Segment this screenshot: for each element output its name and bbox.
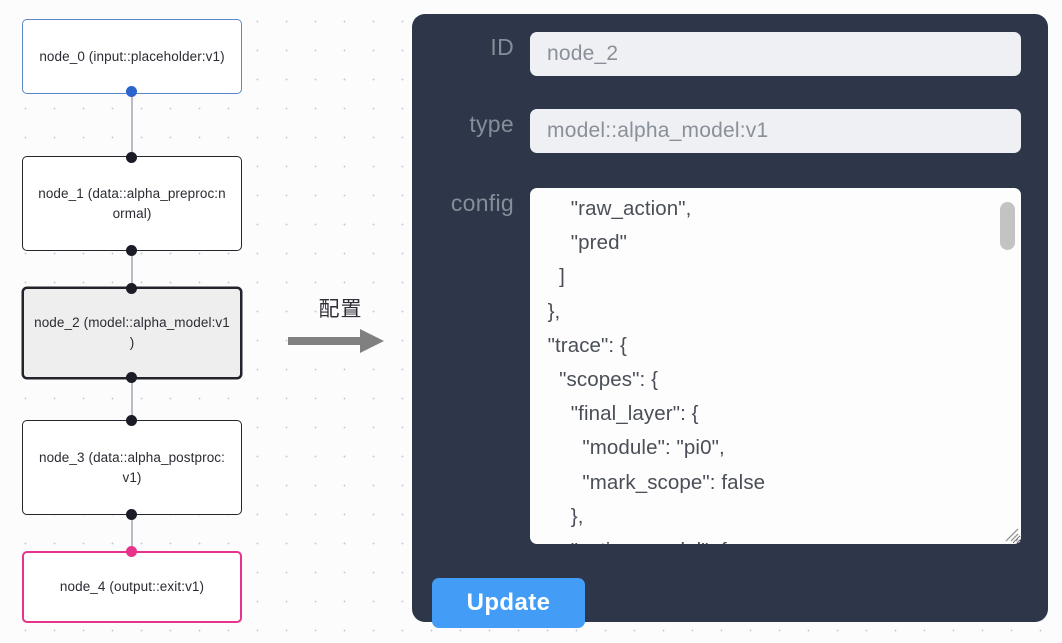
config-textarea[interactable]: "raw_action", "pred" ] }, "trace": { "sc…: [530, 188, 1021, 544]
type-input[interactable]: [530, 109, 1021, 153]
node-handle-node_2-target[interactable]: [126, 283, 137, 294]
node-handle-node_4-target[interactable]: [126, 546, 137, 557]
config-field-label: config: [450, 190, 514, 216]
field-row-type: type: [412, 109, 1021, 153]
right-arrow-icon: [288, 329, 384, 353]
graph-node-node_0[interactable]: node_0 (input::placeholder:v1): [22, 19, 242, 94]
edge-node1-node2[interactable]: [131, 249, 133, 289]
id-field-label: ID: [490, 34, 514, 60]
graph-node-label: node_4 (output::exit:v1): [59, 579, 205, 594]
graph-node-node_2[interactable]: node_2 (model::alpha_model:v1 ): [22, 287, 242, 379]
type-field-label: type: [469, 111, 514, 137]
node-handle-node_1-target[interactable]: [126, 152, 137, 163]
graph-node-node_4[interactable]: node_4 (output::exit:v1): [22, 551, 242, 623]
node-handle-node_1-source[interactable]: [126, 245, 137, 256]
node-config-panel: ID type config "raw_action", "pred" ] },…: [412, 14, 1048, 628]
transition-annotation: 配置: [288, 296, 393, 356]
graph-node-label: node_2 (model::alpha_model:v1 ): [34, 315, 230, 350]
node-graph-canvas[interactable]: node_0 (input::placeholder:v1) node_1 (d…: [0, 0, 272, 643]
graph-node-node_1[interactable]: node_1 (data::alpha_preproc:n ormal): [22, 156, 242, 251]
graph-node-label: node_3 (data::alpha_postproc: v1): [38, 449, 226, 485]
node-handle-node_3-target[interactable]: [126, 415, 137, 426]
graph-node-node_3[interactable]: node_3 (data::alpha_postproc: v1): [22, 420, 242, 515]
update-button[interactable]: Update: [432, 578, 585, 628]
field-row-id: ID: [412, 32, 1021, 76]
edge-node2-node3[interactable]: [131, 377, 133, 422]
field-row-config: config "raw_action", "pred" ] }, "trace"…: [412, 188, 1021, 544]
graph-node-label: node_1 (data::alpha_preproc:n ormal): [38, 185, 226, 221]
config-textarea-wrapper: "raw_action", "pred" ] }, "trace": { "sc…: [530, 188, 1021, 544]
graph-node-label: node_0 (input::placeholder:v1): [39, 48, 225, 64]
id-input[interactable]: [530, 32, 1021, 76]
edge-node3-node4[interactable]: [131, 513, 133, 553]
node-handle-node_0-source[interactable]: [126, 86, 137, 97]
transition-caption: 配置: [318, 297, 363, 321]
edge-node0-node1[interactable]: [131, 92, 133, 158]
node-handle-node_3-source[interactable]: [126, 509, 137, 520]
node-handle-node_2-source[interactable]: [126, 372, 137, 383]
